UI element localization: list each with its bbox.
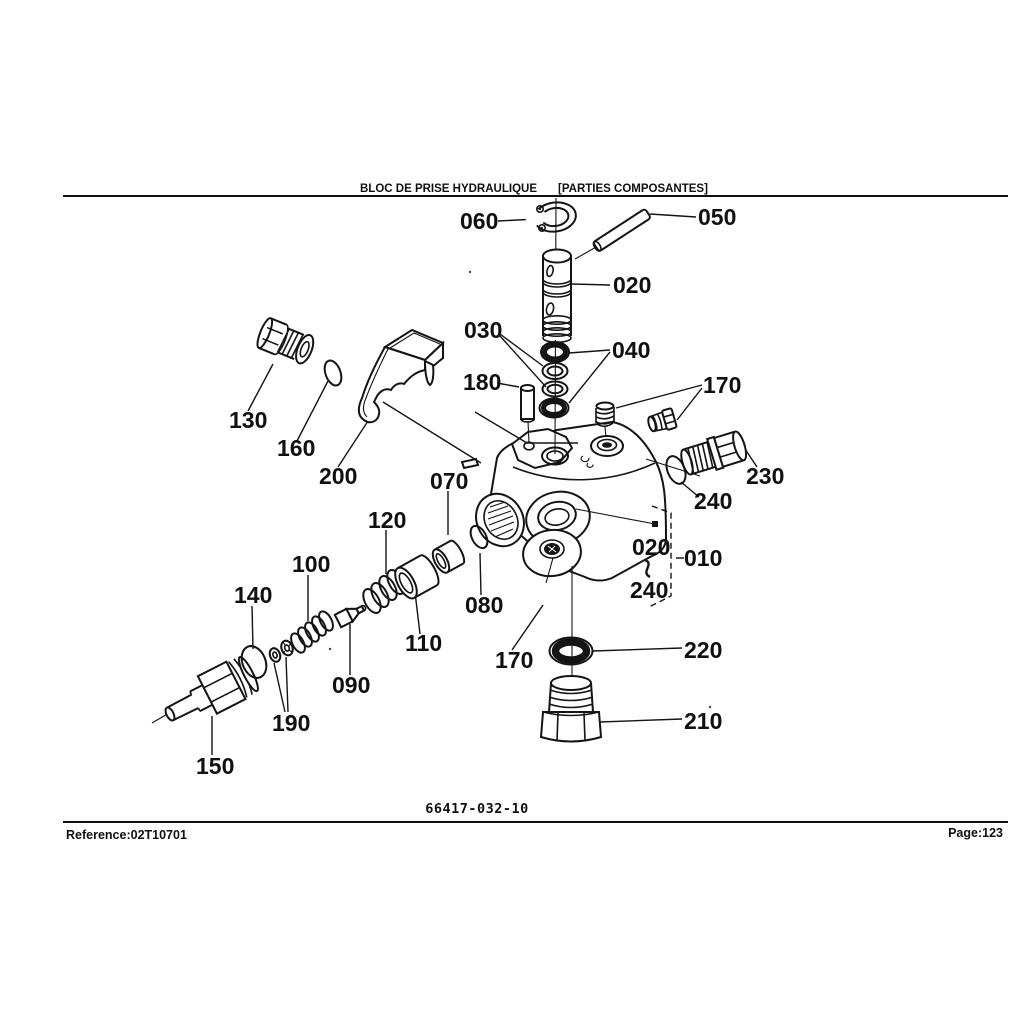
part-230-hex-plug <box>680 430 748 476</box>
callout-180: 180 <box>463 369 501 395</box>
callout-170-top: 170 <box>703 372 741 398</box>
callout-120: 120 <box>368 507 406 533</box>
callout-010: 010 <box>684 545 722 571</box>
callout-240: 240 <box>694 488 732 514</box>
footer-rule <box>63 821 1008 823</box>
part-160-o-ring <box>323 359 343 387</box>
drawing-number: 66417-032-10 <box>425 801 529 817</box>
callout-070: 070 <box>430 468 468 494</box>
callout-220: 220 <box>684 637 722 663</box>
print-speck <box>708 705 712 709</box>
title-rule <box>63 195 1008 197</box>
print-speck <box>468 270 472 274</box>
callout-130: 130 <box>229 407 267 433</box>
part-070-cup <box>431 539 466 574</box>
footer-page: Page:123 <box>948 826 1003 840</box>
part-060-snap-ring <box>525 201 577 233</box>
callout-210: 210 <box>684 708 722 734</box>
callout-050: 050 <box>698 204 736 230</box>
part-030-ring-lower <box>541 380 569 398</box>
callout-100: 100 <box>292 551 330 577</box>
part-010-valve-body <box>460 420 668 582</box>
part-180-pin <box>520 384 535 423</box>
part-210-hex-plug <box>539 675 603 743</box>
part-150-fitting <box>164 655 259 722</box>
part-130-hex-plug <box>256 317 315 365</box>
callout-150: 150 <box>196 753 234 779</box>
callout-230: 230 <box>746 463 784 489</box>
page-title: BLOC DE PRISE HYDRAULIQUE <box>360 183 537 195</box>
callout-140: 140 <box>234 582 272 608</box>
callout-200: 200 <box>319 463 357 489</box>
callout-080: 080 <box>465 592 503 618</box>
part-030-ring-upper <box>541 362 569 380</box>
part-100-spring <box>290 610 334 654</box>
callout-040: 040 <box>612 337 650 363</box>
callout-060: 060 <box>460 208 498 234</box>
callout-020: 020 <box>613 272 651 298</box>
part-190-washers <box>268 639 294 663</box>
part-140-o-ring <box>240 645 268 679</box>
callout-110: 110 <box>405 630 442 656</box>
assembly-range-note: 020 240 <box>630 534 670 603</box>
part-020-spool <box>542 248 572 343</box>
part-170-hex-plug <box>647 407 678 433</box>
assembly-range-bracket <box>648 505 672 608</box>
range-from: 020 <box>632 534 670 560</box>
part-090-poppet <box>333 604 367 629</box>
body-side-tab <box>460 457 480 470</box>
callout-030: 030 <box>464 317 502 343</box>
page-subtitle: [PARTIES COMPOSANTES] <box>558 183 708 195</box>
footer-reference: Reference:02T10701 <box>66 828 187 842</box>
part-200-bracket <box>357 328 445 424</box>
callout-160: 160 <box>277 435 315 461</box>
part-040-ring-lower <box>538 397 570 419</box>
assembly-reference-dot <box>652 521 658 527</box>
port-thread-hatch <box>487 501 515 538</box>
part-220-o-ring <box>548 636 594 666</box>
part-050-pin <box>592 208 651 252</box>
part-170-spring-plug <box>595 401 615 428</box>
part-110-bushing <box>394 554 440 600</box>
part-080-o-ring <box>469 524 489 550</box>
range-tilde-icon <box>644 558 651 579</box>
callout-190: 190 <box>272 710 310 736</box>
print-speck <box>328 647 332 651</box>
callout-170-bottom: 170 <box>495 647 533 673</box>
callout-090: 090 <box>332 672 370 698</box>
range-to: 240 <box>630 577 668 603</box>
